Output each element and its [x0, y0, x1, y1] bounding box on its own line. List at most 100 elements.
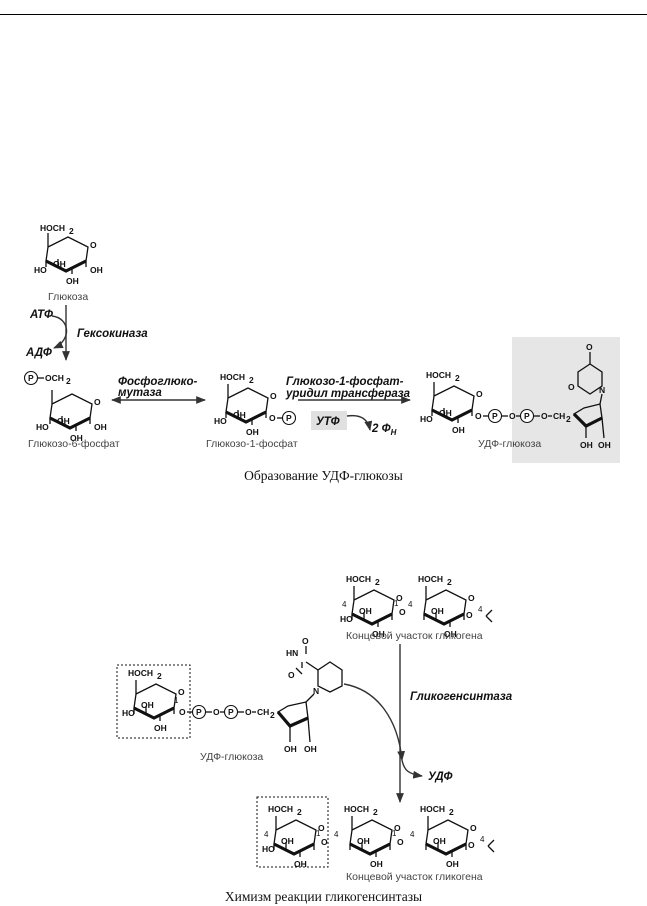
svg-text:OH: OH	[370, 859, 383, 869]
svg-text:O: O	[321, 837, 328, 847]
svg-text:4: 4	[264, 830, 269, 839]
svg-text:OH: OH	[57, 416, 70, 426]
svg-text:OH: OH	[359, 606, 372, 616]
svg-text:O: O	[541, 411, 548, 421]
svg-text:O: O	[470, 823, 477, 833]
caption-udpg-formation: Образование УДФ-глюкозы	[244, 468, 403, 483]
svg-text:OH: OH	[446, 859, 459, 869]
svg-text:OH: OH	[433, 836, 446, 846]
new-glucose-box	[256, 796, 329, 868]
g1p-label: Глюкозо-1-фосфат	[206, 438, 298, 450]
svg-text:2: 2	[297, 807, 302, 817]
svg-text:OH: OH	[246, 427, 259, 437]
svg-text:HO: HO	[34, 265, 47, 275]
svg-text:OH: OH	[357, 836, 370, 846]
svg-text:HOCH: HOCH	[420, 804, 445, 814]
svg-text:OH: OH	[70, 433, 83, 443]
svg-text:1: 1	[392, 829, 397, 838]
svg-text:2: 2	[566, 414, 571, 424]
glucose-label: Глюкоза	[48, 291, 88, 303]
svg-text:OH: OH	[372, 629, 385, 639]
svg-text:OH: OH	[431, 606, 444, 616]
svg-text:HOCH: HOCH	[220, 372, 245, 382]
svg-text:O: O	[94, 397, 101, 407]
svg-text:O: O	[586, 342, 593, 352]
svg-text:1: 1	[394, 599, 399, 608]
caption-glycogen-synthase: Химизм реакции гликогенсинтазы	[224, 889, 423, 904]
svg-text:OH: OH	[284, 744, 297, 754]
svg-text:O: O	[394, 823, 401, 833]
glycogen-end-label: Концевой участок гликогена	[346, 630, 483, 642]
hexokinase-label: Гексокиназа	[77, 328, 148, 340]
svg-text:4: 4	[334, 830, 339, 839]
svg-text:O: O	[397, 837, 404, 847]
svg-text:OH: OH	[304, 744, 317, 754]
svg-text:P: P	[228, 707, 234, 717]
svg-text:O: O	[399, 607, 406, 617]
udpg-structure: HOCH 2 O HO OH OH O P O P O CH 2 OH OH N…	[420, 342, 611, 450]
svg-text:P: P	[286, 413, 292, 423]
svg-text:4: 4	[342, 600, 347, 609]
svg-text:HOCH: HOCH	[418, 574, 443, 584]
svg-text:OH: OH	[598, 440, 611, 450]
svg-text:O: O	[476, 389, 483, 399]
svg-text:O: O	[179, 707, 186, 717]
svg-text:CH: CH	[553, 411, 565, 421]
svg-text:HOCH: HOCH	[40, 223, 65, 233]
svg-text:2: 2	[373, 807, 378, 817]
svg-text:O: O	[475, 411, 482, 421]
svg-text:P: P	[196, 707, 202, 717]
svg-text:HO: HO	[340, 614, 353, 624]
svg-text:OH: OH	[94, 422, 107, 432]
svg-text:O: O	[568, 382, 575, 392]
phosphoglucomutase-label-1: Фосфоглюко-	[118, 376, 198, 388]
udpg-label: УДФ-глюкоза	[478, 438, 541, 450]
svg-text:4: 4	[478, 605, 483, 614]
g6p-structure: P OCH 2 O HO OH OH OH	[23, 370, 107, 443]
svg-text:HO: HO	[214, 416, 227, 426]
glucose-structure: HOCH 2 O HO OH OH OH	[34, 223, 103, 286]
glycogen-product-structure: HOCH 2 O 4 HO OH OH 1 O HOCH 2 O 4 OH OH…	[262, 804, 495, 869]
svg-text:4: 4	[480, 835, 485, 844]
svg-text:HN: HN	[286, 648, 298, 658]
glycogen-product-label: Концевой участок гликогена	[346, 871, 483, 883]
svg-text:OH: OH	[141, 700, 154, 710]
svg-text:OH: OH	[154, 723, 167, 733]
svg-text:HOCH: HOCH	[426, 370, 451, 380]
utp-label: УТФ	[316, 416, 340, 428]
svg-text:2: 2	[157, 671, 162, 681]
svg-text:HOCH: HOCH	[268, 804, 293, 814]
g6p-label: Глюкозо-6-фосфат	[28, 438, 120, 450]
svg-text:1: 1	[316, 829, 321, 838]
svg-text:2: 2	[270, 710, 275, 720]
svg-text:O: O	[396, 593, 403, 603]
svg-text:2: 2	[455, 373, 460, 383]
svg-text:O: O	[245, 707, 252, 717]
svg-text:O: O	[213, 707, 220, 717]
svg-text:2: 2	[449, 807, 454, 817]
svg-text:P: P	[524, 411, 530, 421]
svg-text:N: N	[313, 686, 319, 696]
svg-text:1: 1	[174, 696, 179, 705]
phosphoglucomutase-label-2: мутаза	[118, 387, 162, 399]
svg-text:O: O	[509, 411, 516, 421]
udpg2-label: УДФ-глюкоза	[200, 751, 263, 763]
svg-text:OCH: OCH	[45, 373, 64, 383]
svg-text:O: O	[270, 391, 277, 401]
udp-label: УДФ	[428, 771, 453, 783]
svg-text:4: 4	[410, 830, 415, 839]
svg-text:2: 2	[69, 226, 74, 236]
svg-text:O: O	[302, 636, 309, 646]
svg-text:HO: HO	[262, 844, 275, 854]
svg-text:OH: OH	[53, 259, 66, 269]
uridylyltransferase-label-1: Глюкозо-1-фосфат-	[286, 376, 404, 388]
uridylyltransferase-label-2: уридил трансфераза	[285, 388, 411, 400]
svg-text:O: O	[468, 593, 475, 603]
svg-text:O: O	[90, 240, 97, 250]
udpg-curve	[343, 683, 406, 761]
udp-highlight-box	[512, 337, 620, 463]
svg-text:HO: HO	[122, 708, 135, 718]
svg-text:OH: OH	[281, 836, 294, 846]
svg-text:OH: OH	[452, 425, 465, 435]
